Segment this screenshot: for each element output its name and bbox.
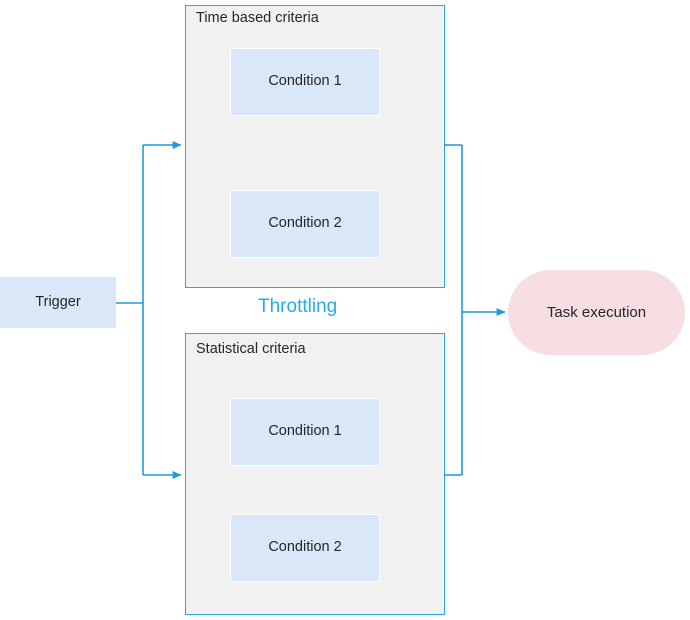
condition-box-stat-2[interactable]: Condition 2 bbox=[230, 514, 380, 582]
condition-box-time-1[interactable]: Condition 1 bbox=[230, 48, 380, 116]
condition-box-stat-2-label: Condition 2 bbox=[268, 539, 342, 556]
trigger-box[interactable]: Trigger bbox=[0, 277, 116, 328]
task-execution-label: Task execution bbox=[546, 303, 647, 321]
group-statistical-criteria-title: Statistical criteria bbox=[196, 341, 306, 357]
condition-box-time-2-label: Condition 2 bbox=[268, 215, 342, 232]
trigger-label: Trigger bbox=[35, 293, 81, 310]
condition-box-time-2[interactable]: Condition 2 bbox=[230, 190, 380, 258]
task-execution-box[interactable]: Task execution bbox=[508, 270, 685, 355]
condition-box-stat-1-label: Condition 1 bbox=[268, 423, 342, 440]
throttling-label: Throttling bbox=[258, 296, 338, 317]
condition-box-time-1-label: Condition 1 bbox=[268, 73, 342, 90]
group-time-based-criteria-title: Time based criteria bbox=[196, 10, 319, 26]
condition-box-stat-1[interactable]: Condition 1 bbox=[230, 398, 380, 466]
